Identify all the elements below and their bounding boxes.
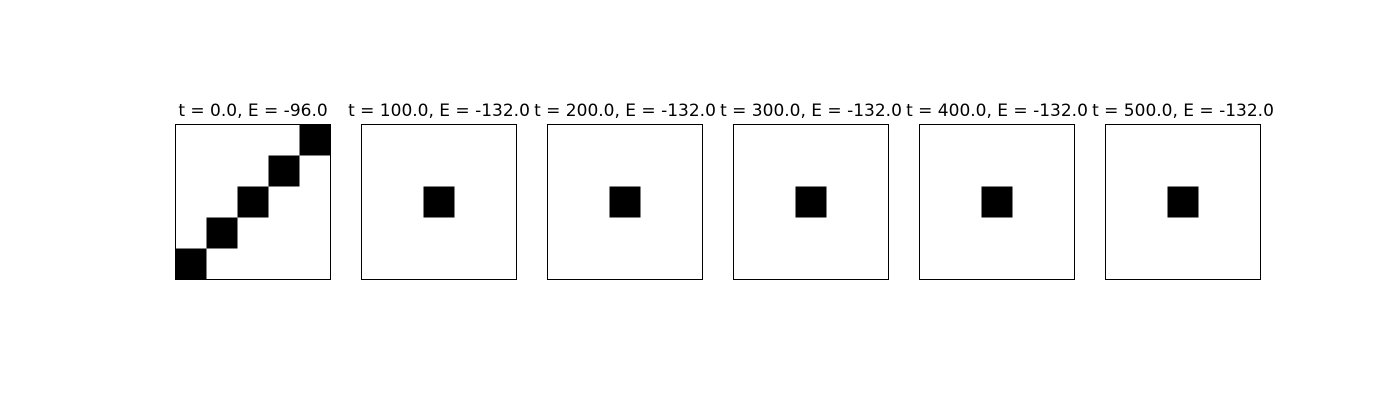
grid-panel-6: t = 500.0, E = -132.0 <box>1092 101 1274 280</box>
panel-frame <box>175 124 331 280</box>
grid-panel-3: t = 200.0, E = -132.0 <box>534 101 716 280</box>
filled-cell <box>175 248 207 280</box>
panel-title: t = 200.0, E = -132.0 <box>534 101 716 121</box>
panel-frame <box>733 124 889 280</box>
filled-cell <box>299 124 331 156</box>
panel-title: t = 400.0, E = -132.0 <box>906 101 1088 121</box>
panel-frame <box>919 124 1075 280</box>
grid-panel-5: t = 400.0, E = -132.0 <box>906 101 1088 280</box>
panel-title: t = 0.0, E = -96.0 <box>178 101 327 121</box>
grid-panel-1: t = 0.0, E = -96.0 <box>175 101 331 280</box>
panel-title: t = 100.0, E = -132.0 <box>348 101 530 121</box>
panel-frame <box>547 124 703 280</box>
filled-cell <box>237 186 269 218</box>
filled-cell <box>981 186 1013 218</box>
filled-cell <box>1167 186 1199 218</box>
panel-title: t = 300.0, E = -132.0 <box>720 101 902 121</box>
filled-cell <box>795 186 827 218</box>
grid-panel-2: t = 100.0, E = -132.0 <box>348 101 530 280</box>
grid-panel-4: t = 300.0, E = -132.0 <box>720 101 902 280</box>
filled-cell <box>268 155 300 187</box>
filled-cell <box>609 186 641 218</box>
filled-cell <box>206 217 238 249</box>
filled-cell <box>423 186 455 218</box>
panel-title: t = 500.0, E = -132.0 <box>1092 101 1274 121</box>
panel-frame <box>361 124 517 280</box>
panel-frame <box>1105 124 1261 280</box>
